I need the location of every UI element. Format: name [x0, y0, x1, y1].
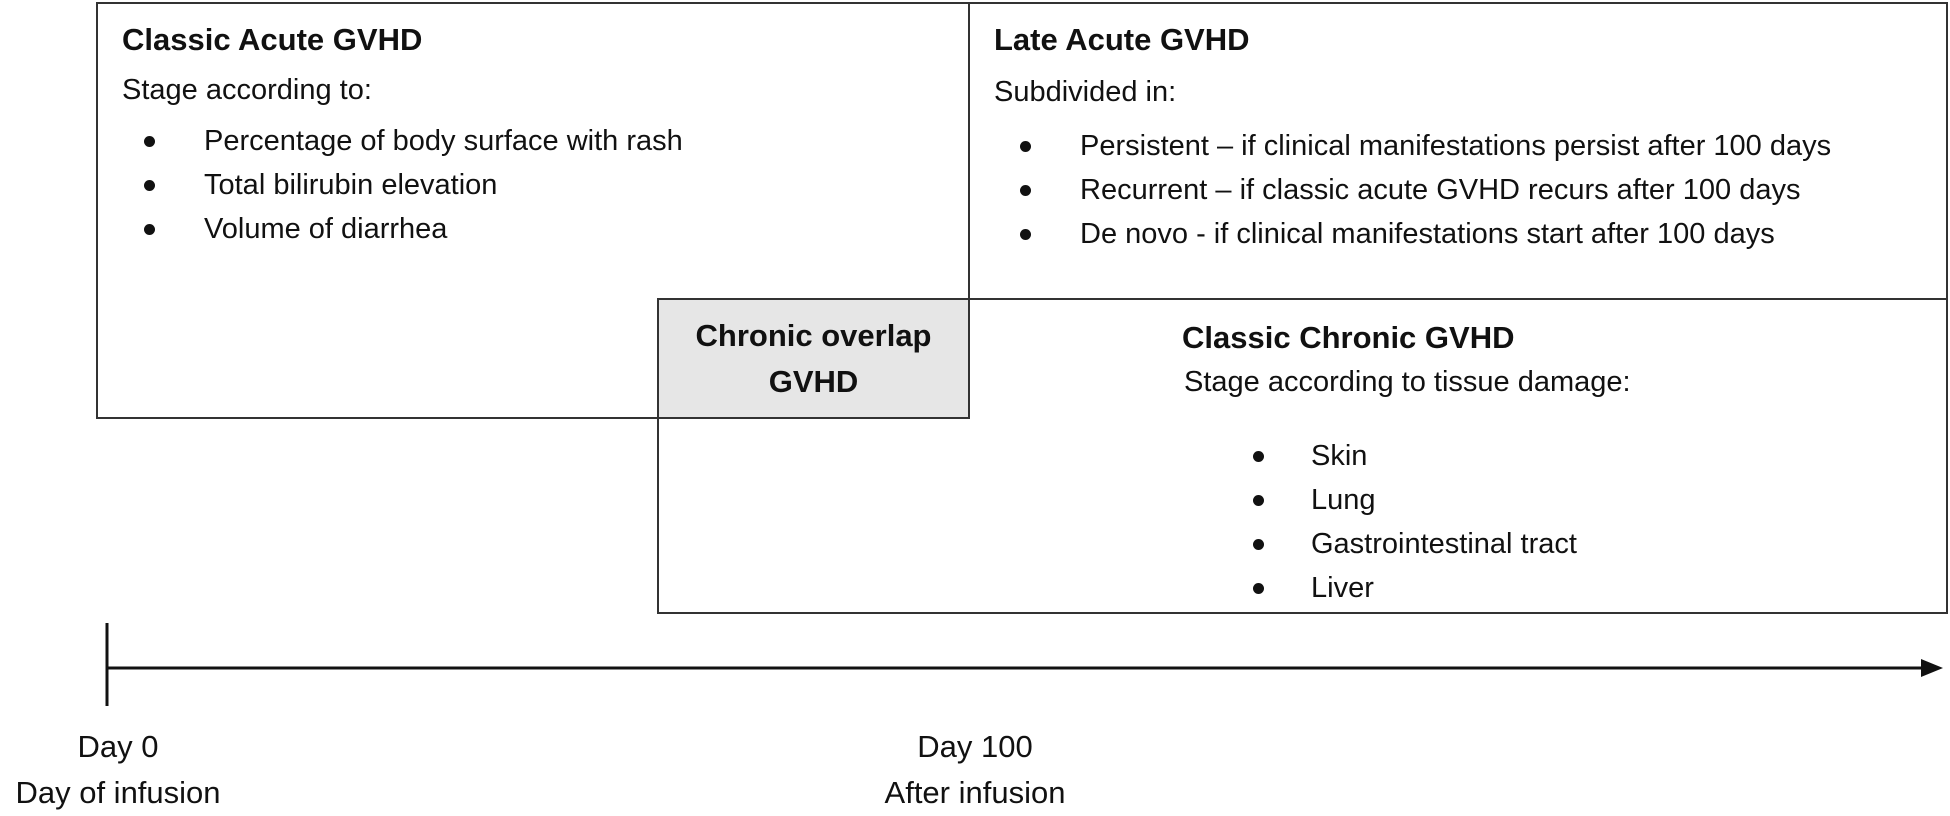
- chronic-overlap-gvhd-box: Chronic overlap GVHD: [657, 298, 970, 419]
- late-acute-gvhd-box: Late Acute GVHD Subdivided in: Persisten…: [968, 2, 1948, 300]
- day100-subtitle: After infusion: [884, 775, 1066, 810]
- classic-acute-gvhd-box: Classic Acute GVHD Stage according to: P…: [96, 2, 970, 419]
- late-acute-subtitle: Subdivided in:: [994, 76, 1177, 108]
- list-item: Gastrointestinal tract: [1253, 522, 1577, 566]
- bullet-icon: [1020, 229, 1031, 240]
- list-item: Lung: [1253, 478, 1577, 522]
- list-item: Recurrent – if classic acute GVHD recurs…: [1020, 168, 1831, 212]
- list-item: Volume of diarrhea: [144, 207, 683, 251]
- list-item: Persistent – if clinical manifestations …: [1020, 124, 1831, 168]
- bullet-icon: [1020, 141, 1031, 152]
- bullet-icon: [1253, 539, 1264, 550]
- bullet-icon: [144, 224, 155, 235]
- classic-acute-list: Percentage of body surface with rash Tot…: [144, 119, 683, 251]
- day0-subtitle: Day of infusion: [15, 775, 221, 810]
- chronic-overlap-line2: GVHD: [768, 364, 859, 399]
- late-acute-title: Late Acute GVHD: [994, 22, 1250, 57]
- classic-chronic-title: Classic Chronic GVHD: [1182, 320, 1515, 355]
- bullet-icon: [1253, 495, 1264, 506]
- day0-label: Day 0 Day of infusion: [0, 724, 236, 816]
- bullet-icon: [1253, 583, 1264, 594]
- classic-acute-title: Classic Acute GVHD: [122, 22, 423, 57]
- late-acute-list: Persistent – if clinical manifestations …: [1020, 124, 1831, 256]
- list-item: De novo - if clinical manifestations sta…: [1020, 212, 1831, 256]
- bullet-icon: [1253, 451, 1264, 462]
- list-item: Liver: [1253, 566, 1577, 610]
- bullet-icon: [1020, 185, 1031, 196]
- day100-label: Day 100 After infusion: [845, 724, 1105, 816]
- classic-acute-subtitle: Stage according to:: [122, 74, 372, 106]
- classic-chronic-list: Skin Lung Gastrointestinal tract Liver: [1253, 434, 1577, 610]
- list-item: Skin: [1253, 434, 1577, 478]
- list-item: Total bilirubin elevation: [144, 163, 683, 207]
- classic-chronic-gvhd-box: Classic Chronic GVHD Stage according to …: [657, 298, 1948, 614]
- chronic-overlap-line1: Chronic overlap: [695, 318, 932, 353]
- list-item: Percentage of body surface with rash: [144, 119, 683, 163]
- bullet-icon: [144, 136, 155, 147]
- day100-title: Day 100: [917, 729, 1033, 764]
- timeline-arrowhead-icon: [1921, 659, 1943, 677]
- day0-title: Day 0: [77, 729, 159, 764]
- classic-chronic-subtitle: Stage according to tissue damage:: [1184, 366, 1631, 398]
- bullet-icon: [144, 180, 155, 191]
